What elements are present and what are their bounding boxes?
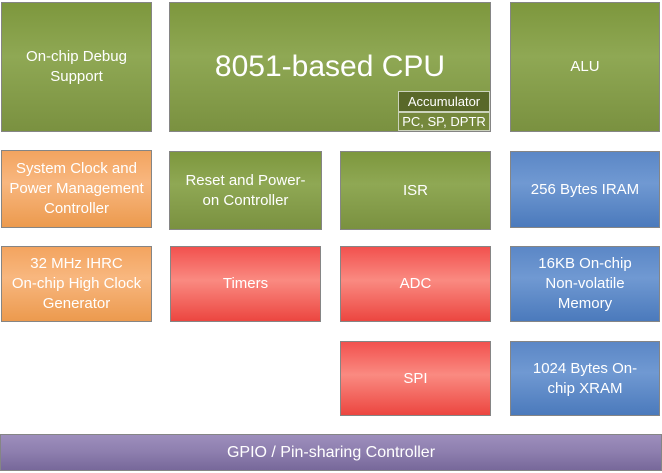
block-reset-power-on-controller: Reset and Power- on Controller bbox=[169, 151, 322, 230]
block-label: SPI bbox=[403, 369, 428, 387]
block-label: Reset and Power- on Controller bbox=[185, 171, 306, 209]
block-label: ADC bbox=[399, 275, 432, 293]
block-adc: ADC bbox=[340, 246, 491, 322]
block-label: PC, SP, DPTR bbox=[402, 114, 486, 129]
block-label: System Clock and Power Management Contro… bbox=[9, 160, 144, 217]
block-gpio-pin-sharing-controller: GPIO / Pin-sharing Controller bbox=[0, 434, 662, 471]
block-accumulator: Accumulator bbox=[398, 91, 490, 112]
block-isr: ISR bbox=[340, 151, 491, 230]
block-label: 16KB On-chip Non-volatile Memory bbox=[538, 255, 632, 312]
block-label: Timers bbox=[222, 275, 269, 293]
block-label: 8051-based CPU bbox=[214, 50, 446, 84]
block-onchip-debug-support: On-chip Debug Support bbox=[1, 2, 152, 132]
block-spi: SPI bbox=[340, 341, 491, 416]
block-8051-cpu: 8051-based CPU Accumulator PC, SP, DPTR bbox=[169, 2, 491, 132]
block-32mhz-ihrc-clock-generator: 32 MHz IHRC On-chip High Clock Generator bbox=[1, 246, 152, 322]
block-label: 1024 Bytes On- chip XRAM bbox=[532, 359, 638, 397]
block-256-bytes-iram: 256 Bytes IRAM bbox=[510, 151, 660, 228]
block-label: On-chip Debug Support bbox=[26, 48, 127, 85]
block-label: 32 MHz IHRC On-chip High Clock Generator bbox=[11, 255, 142, 312]
block-timers: Timers bbox=[170, 246, 321, 322]
block-16kb-nonvolatile-memory: 16KB On-chip Non-volatile Memory bbox=[510, 246, 660, 322]
block-label: GPIO / Pin-sharing Controller bbox=[226, 443, 436, 461]
block-1024-bytes-xram: 1024 Bytes On- chip XRAM bbox=[510, 341, 660, 416]
block-alu: ALU bbox=[510, 2, 660, 132]
block-label: ALU bbox=[570, 58, 600, 76]
block-label: 256 Bytes IRAM bbox=[530, 180, 640, 198]
block-system-clock-power-mgmt: System Clock and Power Management Contro… bbox=[1, 150, 152, 228]
block-pc-sp-dptr-registers: PC, SP, DPTR bbox=[398, 112, 490, 131]
block-label: Accumulator bbox=[407, 94, 481, 109]
block-label: ISR bbox=[402, 181, 428, 199]
